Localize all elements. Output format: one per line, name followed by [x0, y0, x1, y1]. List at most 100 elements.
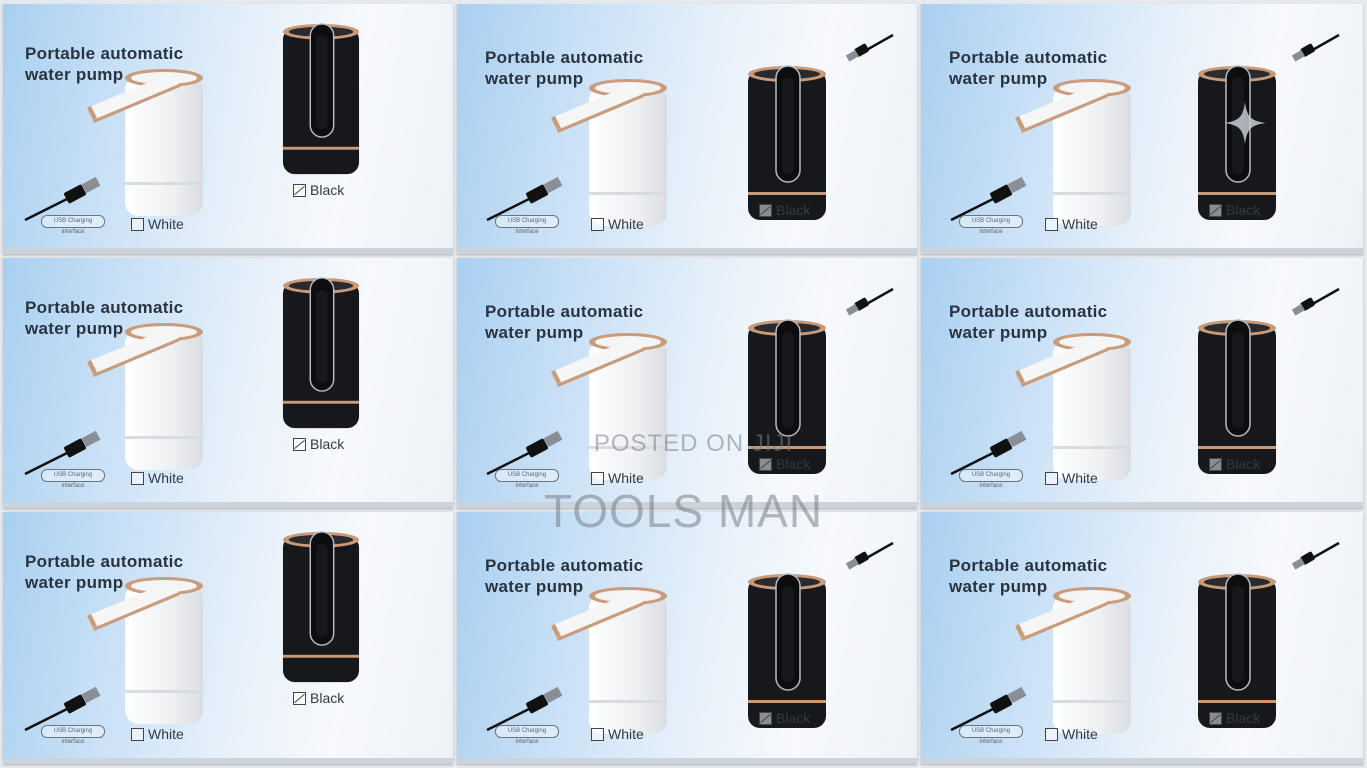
usb-cable-icon: [950, 430, 1027, 476]
white-pump-image: [1015, 79, 1131, 226]
white-option-label: White: [608, 726, 644, 742]
white-option: White: [1045, 726, 1098, 742]
product-box: Portable automatic water pump: [3, 258, 453, 508]
usb-cable-icon: [24, 430, 101, 476]
black-option-label: Black: [310, 436, 345, 452]
title-line-2: water pump: [485, 69, 584, 88]
checkbox-black: [293, 183, 306, 197]
usb-charging-badge: USB Charging interface: [959, 469, 1023, 489]
usb-charging-badge: USB Charging interface: [41, 725, 105, 745]
black-option: Black: [1209, 456, 1260, 472]
white-option-label: White: [148, 726, 184, 742]
black-option: Black: [1209, 202, 1260, 218]
white-option: White: [591, 470, 644, 486]
product-box: Portable automatic water pump: [921, 4, 1363, 254]
black-option: Black: [293, 690, 344, 706]
sparkle-icon: [1224, 102, 1266, 144]
usb-cable-icon: [1291, 541, 1340, 570]
usb-charging-badge: USB Charging interface: [41, 469, 105, 489]
title-line-1: Portable automatic: [485, 302, 644, 321]
white-pump-image: [87, 69, 203, 216]
usb-charging-badge: USB Charging interface: [959, 725, 1023, 745]
usb-cable-icon: [24, 686, 101, 732]
title-line-1: Portable automatic: [485, 556, 644, 575]
title-line-1: Portable automatic: [949, 302, 1108, 321]
black-pump-image: [1198, 573, 1276, 728]
title-line-2: water pump: [949, 577, 1048, 596]
usb-charging-badge: USB Charging interface: [959, 215, 1023, 235]
usb-charging-badge: USB Charging interface: [495, 215, 559, 235]
title-line-1: Portable automatic: [25, 298, 184, 317]
white-option-label: White: [1062, 470, 1098, 486]
checkbox-white: [1045, 217, 1058, 231]
white-option: White: [1045, 216, 1098, 232]
black-option-label: Black: [776, 202, 811, 218]
title-line-2: water pump: [485, 323, 584, 342]
product-box: Portable automatic water pump: [457, 4, 917, 254]
checkbox-black: [293, 437, 306, 451]
white-option: White: [1045, 470, 1098, 486]
usb-cable-icon: [950, 686, 1027, 732]
checkbox-white: [591, 471, 604, 485]
black-option-label: Black: [1226, 710, 1261, 726]
usb-cable-icon: [1291, 287, 1340, 316]
checkbox-black: [1209, 203, 1222, 217]
black-pump-image: [1198, 319, 1276, 474]
usb-cable-icon: [1291, 33, 1340, 62]
white-pump-image: [551, 79, 667, 226]
checkbox-black: [1209, 711, 1222, 725]
black-pump-image: [748, 319, 826, 474]
product-title: Portable automatic water pump: [25, 530, 183, 614]
title-line-2: water pump: [25, 319, 124, 338]
white-pump-image: [1015, 587, 1131, 734]
checkbox-white: [591, 727, 604, 741]
black-pump-image: [282, 531, 360, 683]
black-option: Black: [759, 202, 810, 218]
white-pump-image: [1015, 333, 1131, 480]
checkbox-white: [1045, 727, 1058, 741]
title-line-2: water pump: [485, 577, 584, 596]
usb-charging-badge: USB Charging interface: [41, 215, 105, 235]
black-pump-image: [282, 23, 360, 175]
title-line-2: water pump: [25, 65, 124, 84]
white-option: White: [131, 216, 184, 232]
black-option-label: Black: [776, 710, 811, 726]
white-pump-image: [87, 323, 203, 470]
white-option-label: White: [148, 470, 184, 486]
title-line-1: Portable automatic: [949, 48, 1108, 67]
black-pump-image: [748, 573, 826, 728]
white-option: White: [591, 216, 644, 232]
product-box: Portable automatic water pump: [3, 512, 453, 764]
white-option-label: White: [608, 216, 644, 232]
checkbox-black: [759, 203, 772, 217]
usb-cable-icon: [24, 176, 101, 222]
product-box: Portable automatic water pump: [457, 258, 917, 508]
title-line-2: water pump: [949, 323, 1048, 342]
white-option-label: White: [1062, 726, 1098, 742]
black-option-label: Black: [310, 690, 345, 706]
product-title: Portable automatic water pump: [949, 26, 1107, 110]
usb-charging-badge: USB Charging interface: [495, 725, 559, 745]
black-option-label: Black: [310, 182, 345, 198]
black-pump-image: [282, 277, 360, 429]
checkbox-black: [293, 691, 306, 705]
product-title: Portable automatic water pump: [25, 22, 183, 106]
product-box: Portable automatic water pump: [921, 258, 1363, 508]
checkbox-black: [759, 711, 772, 725]
product-box: Portable automatic water pump: [3, 4, 453, 254]
product-title: Portable automatic water pump: [949, 280, 1107, 364]
black-option: Black: [1209, 710, 1260, 726]
checkbox-white: [1045, 471, 1058, 485]
black-option: Black: [759, 456, 810, 472]
usb-cable-icon: [486, 430, 563, 476]
usb-cable-icon: [950, 176, 1027, 222]
black-option-label: Black: [1226, 456, 1261, 472]
white-option: White: [131, 470, 184, 486]
product-title: Portable automatic water pump: [25, 276, 183, 360]
usb-charging-badge: USB Charging interface: [495, 469, 559, 489]
checkbox-black: [1209, 457, 1222, 471]
product-title: Portable automatic water pump: [485, 534, 643, 618]
usb-cable-icon: [845, 33, 894, 62]
black-option-label: Black: [776, 456, 811, 472]
title-line-1: Portable automatic: [485, 48, 644, 67]
